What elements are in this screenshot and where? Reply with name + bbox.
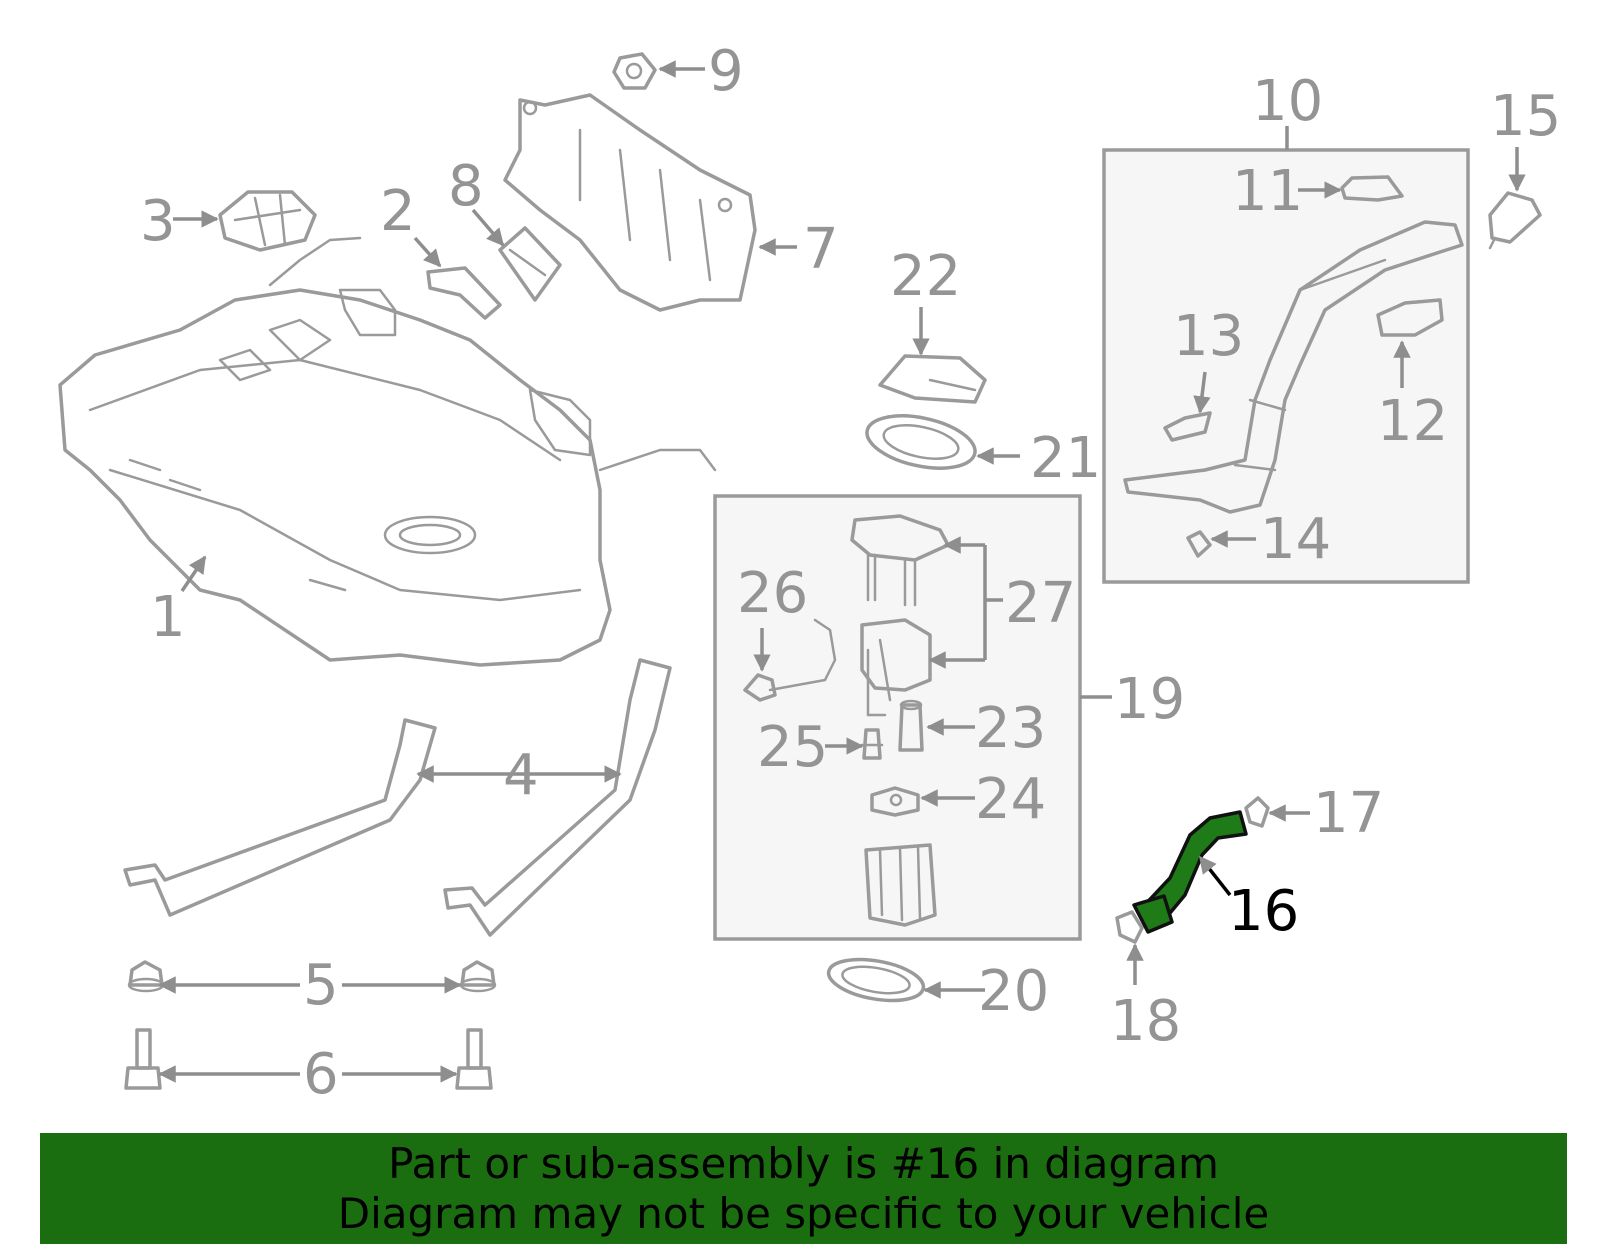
- callout-17: 17: [1313, 781, 1384, 846]
- part-reservoir-cup: [864, 843, 937, 927]
- part-4-straps: [123, 658, 672, 937]
- callout-labels: 1 2 3 4 5 6 7 8 9 10 11 12 13 14 15 16 1…: [140, 39, 1561, 1107]
- callout-8: 8: [448, 154, 484, 219]
- callout-7: 7: [803, 217, 839, 282]
- part-27-pump-module: [850, 514, 950, 717]
- part-18-clamp: [1115, 910, 1144, 944]
- callout-22: 22: [890, 244, 961, 309]
- part-1-fuel-tank: [58, 236, 717, 667]
- callout-23: 23: [975, 696, 1046, 761]
- callout-27: 27: [1005, 571, 1076, 636]
- callout-2: 2: [380, 179, 416, 244]
- callout-16: 16: [1228, 879, 1299, 944]
- callout-11: 11: [1232, 159, 1303, 224]
- callout-9: 9: [708, 39, 744, 104]
- part-24-regulator: [870, 786, 920, 817]
- part-25-valve: [860, 728, 884, 760]
- banner-line-1: Part or sub-assembly is #16 in diagram: [388, 1139, 1219, 1188]
- box-10-filler-assembly: [1102, 148, 1470, 584]
- part-2-pad: [426, 266, 502, 320]
- part-23-filter: [898, 699, 924, 752]
- callout-21: 21: [1030, 426, 1101, 491]
- banner-line-2: Diagram may not be specific to your vehi…: [337, 1189, 1270, 1238]
- callout-25: 25: [757, 715, 828, 780]
- part-22-cover: [878, 354, 987, 404]
- part-9-nut: [612, 52, 657, 90]
- info-banner: Part or sub-assembly is #16 in diagram D…: [40, 1133, 1567, 1244]
- callout-3: 3: [140, 189, 176, 254]
- part-15-cap: [1488, 191, 1542, 250]
- part-13-clip: [1163, 411, 1212, 442]
- callout-18: 18: [1110, 989, 1181, 1054]
- part-17-clamp: [1244, 796, 1270, 828]
- callout-19: 19: [1114, 667, 1185, 732]
- part-21-gasket: [865, 414, 977, 470]
- callout-5: 5: [303, 953, 339, 1018]
- box-19-pump-assembly: [713, 494, 1082, 941]
- part-16-hose-highlighted: [1132, 810, 1248, 934]
- leader-lines: [158, 60, 1526, 1083]
- callout-1: 1: [150, 585, 186, 650]
- part-10-filler-pipe: [1123, 220, 1464, 514]
- callout-14: 14: [1260, 507, 1331, 572]
- callout-20: 20: [978, 959, 1049, 1024]
- part-26-harness: [743, 618, 837, 702]
- callout-26: 26: [737, 561, 808, 626]
- callout-12: 12: [1377, 389, 1448, 454]
- leader-16: [1198, 855, 1232, 897]
- callout-15: 15: [1490, 84, 1561, 149]
- part-7-heat-shield: [503, 93, 757, 312]
- callout-10: 10: [1252, 69, 1323, 134]
- callout-24: 24: [975, 767, 1046, 832]
- part-11-bracket: [1340, 175, 1404, 202]
- part-12-bracket: [1376, 298, 1444, 337]
- callout-4: 4: [503, 743, 539, 808]
- part-6-bolts: [124, 1028, 493, 1090]
- part-3-cover: [218, 190, 317, 252]
- callout-6: 6: [303, 1042, 339, 1107]
- part-20-gasket: [826, 957, 926, 1003]
- part-8-pad: [498, 226, 562, 302]
- callout-13: 13: [1173, 304, 1244, 369]
- part-14-clip: [1186, 530, 1212, 558]
